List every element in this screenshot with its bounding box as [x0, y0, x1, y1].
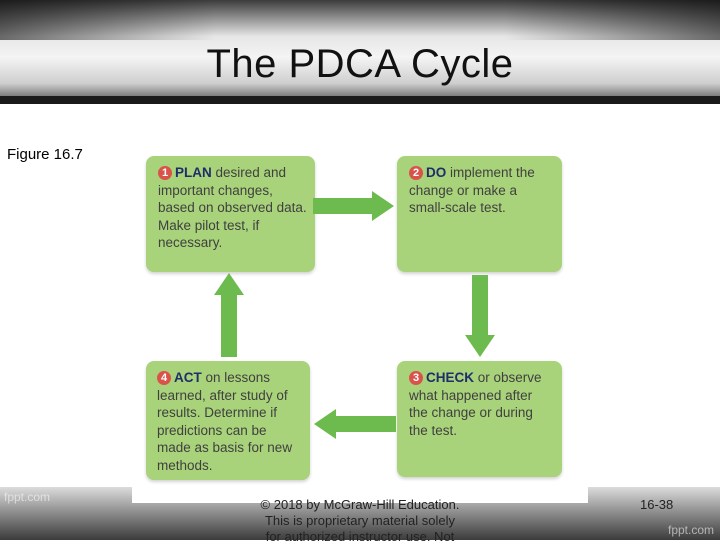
arrow-act-to-plan-shaft	[221, 294, 237, 357]
step-number-badge: 3	[409, 371, 423, 385]
step-number-badge: 1	[158, 166, 172, 180]
arrow-do-to-check-shaft	[472, 275, 488, 337]
slide-title: The PDCA Cycle	[206, 42, 514, 86]
step-keyword: CHECK	[426, 370, 475, 385]
copyright-line: © 2018 by McGraw-Hill Education.	[260, 497, 460, 512]
step-keyword: DO	[426, 165, 447, 180]
page-number: 16-38	[640, 497, 674, 512]
arrow-check-to-act-head	[314, 409, 336, 439]
step-description: implement the change or make a small-sca…	[409, 165, 535, 215]
arrow-plan-to-do-head	[372, 191, 394, 221]
step-keyword: PLAN	[175, 165, 212, 180]
step-description: desired and important changes, based on …	[158, 165, 307, 250]
step-description: on lessons learned, after study of resul…	[157, 370, 293, 473]
arrow-plan-to-do-shaft	[313, 198, 375, 214]
watermark-right: fppt.com	[668, 523, 715, 537]
watermark-left: fppt.com	[4, 490, 51, 504]
title-banner	[0, 0, 720, 104]
step-keyword: ACT	[174, 370, 202, 385]
figure-label: Figure 16.7	[7, 146, 83, 163]
copyright-line: for authorized instructor use. Not	[265, 529, 455, 544]
arrow-do-to-check-head	[465, 335, 495, 357]
step-description: or observe what happened after the chang…	[409, 370, 542, 438]
step-number-badge: 2	[409, 166, 423, 180]
arrow-act-to-plan-head	[214, 273, 244, 295]
arrow-check-to-act-shaft	[336, 416, 396, 432]
footer-white-strip	[132, 487, 588, 503]
step-number-badge: 4	[157, 371, 171, 385]
copyright-line: This is proprietary material solely	[264, 513, 455, 528]
copyright-notice: © 2018 by McGraw-Hill Education. This is…	[0, 497, 720, 545]
